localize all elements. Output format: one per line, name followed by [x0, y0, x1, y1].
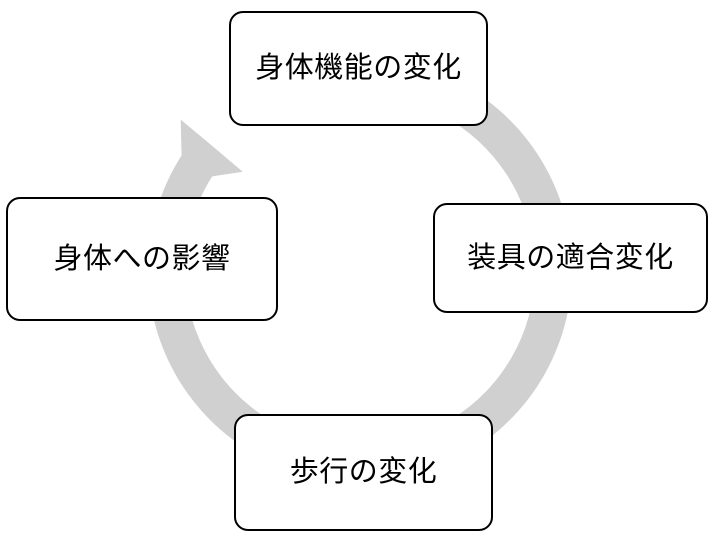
cycle-node-right-label: 装具の適合変化: [467, 241, 674, 274]
cycle-node-right[interactable]: 装具の適合変化: [433, 203, 708, 313]
cycle-arrow-head: [180, 119, 243, 181]
cycle-node-top[interactable]: 身体機能の変化: [229, 11, 488, 126]
cycle-node-left-label: 身体への影響: [53, 242, 231, 275]
cycle-node-left[interactable]: 身体への影響: [6, 197, 278, 321]
cycle-node-bottom[interactable]: 歩行の変化: [234, 414, 493, 531]
cycle-node-bottom-label: 歩行の変化: [289, 456, 438, 489]
cycle-node-top-label: 身体機能の変化: [255, 52, 462, 85]
clockwise-cycle-arrow: [147, 58, 572, 483]
